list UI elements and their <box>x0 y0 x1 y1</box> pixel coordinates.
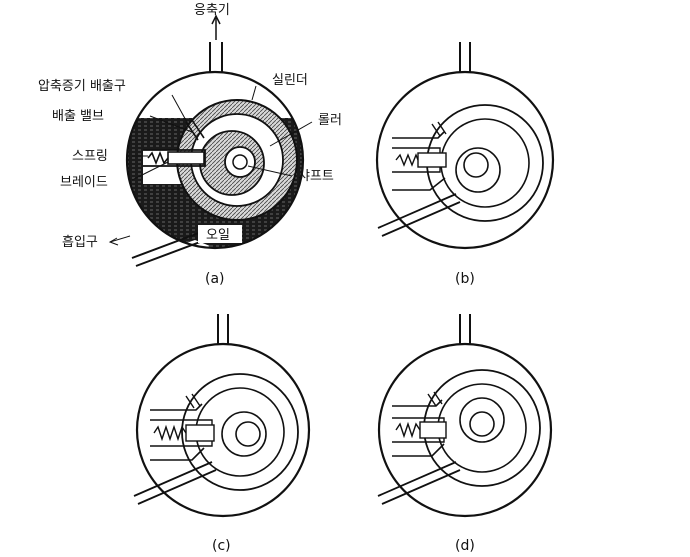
blade <box>420 422 446 438</box>
caption-b: (b) <box>455 271 475 287</box>
panel-c: (c) <box>134 314 309 554</box>
spring <box>396 155 418 165</box>
shaft <box>225 147 255 177</box>
condenser-pipe <box>218 314 228 344</box>
caption-c: (c) <box>212 538 231 554</box>
label-roller: 롤러 <box>318 113 342 128</box>
blade <box>186 425 214 441</box>
label-suction-port: 흡입구 <box>62 235 98 250</box>
label-condenser: 응축기 <box>194 3 230 18</box>
caption-d: (d) <box>455 538 475 554</box>
blade <box>168 152 204 164</box>
blade <box>418 153 446 167</box>
panel-b: (b) <box>377 42 553 287</box>
spring <box>396 424 420 436</box>
suction-pipe <box>378 462 460 504</box>
label-spring: 스프링 <box>72 149 108 164</box>
label-discharge-valve: 배출 밸브 <box>52 109 104 124</box>
caption-a: (a) <box>205 271 225 287</box>
label-discharge-port: 압축증기 배출구 <box>38 79 126 94</box>
condenser-pipe <box>460 314 470 344</box>
label-shaft: 샤프트 <box>298 169 334 184</box>
panel-a: 응축기 압축증기 배출구 배출 밸브 실린더 롤러 스프링 브레이드 샤프트 오… <box>38 3 342 287</box>
panel-d: (d) <box>378 314 551 554</box>
label-oil: 오일 <box>206 228 230 243</box>
suction-pipe <box>378 194 460 236</box>
condenser-pipe <box>460 42 470 73</box>
label-blade: 브레이드 <box>60 175 108 190</box>
roller <box>456 148 500 192</box>
condenser-pipe <box>210 42 222 73</box>
label-cylinder: 실린더 <box>272 73 308 88</box>
